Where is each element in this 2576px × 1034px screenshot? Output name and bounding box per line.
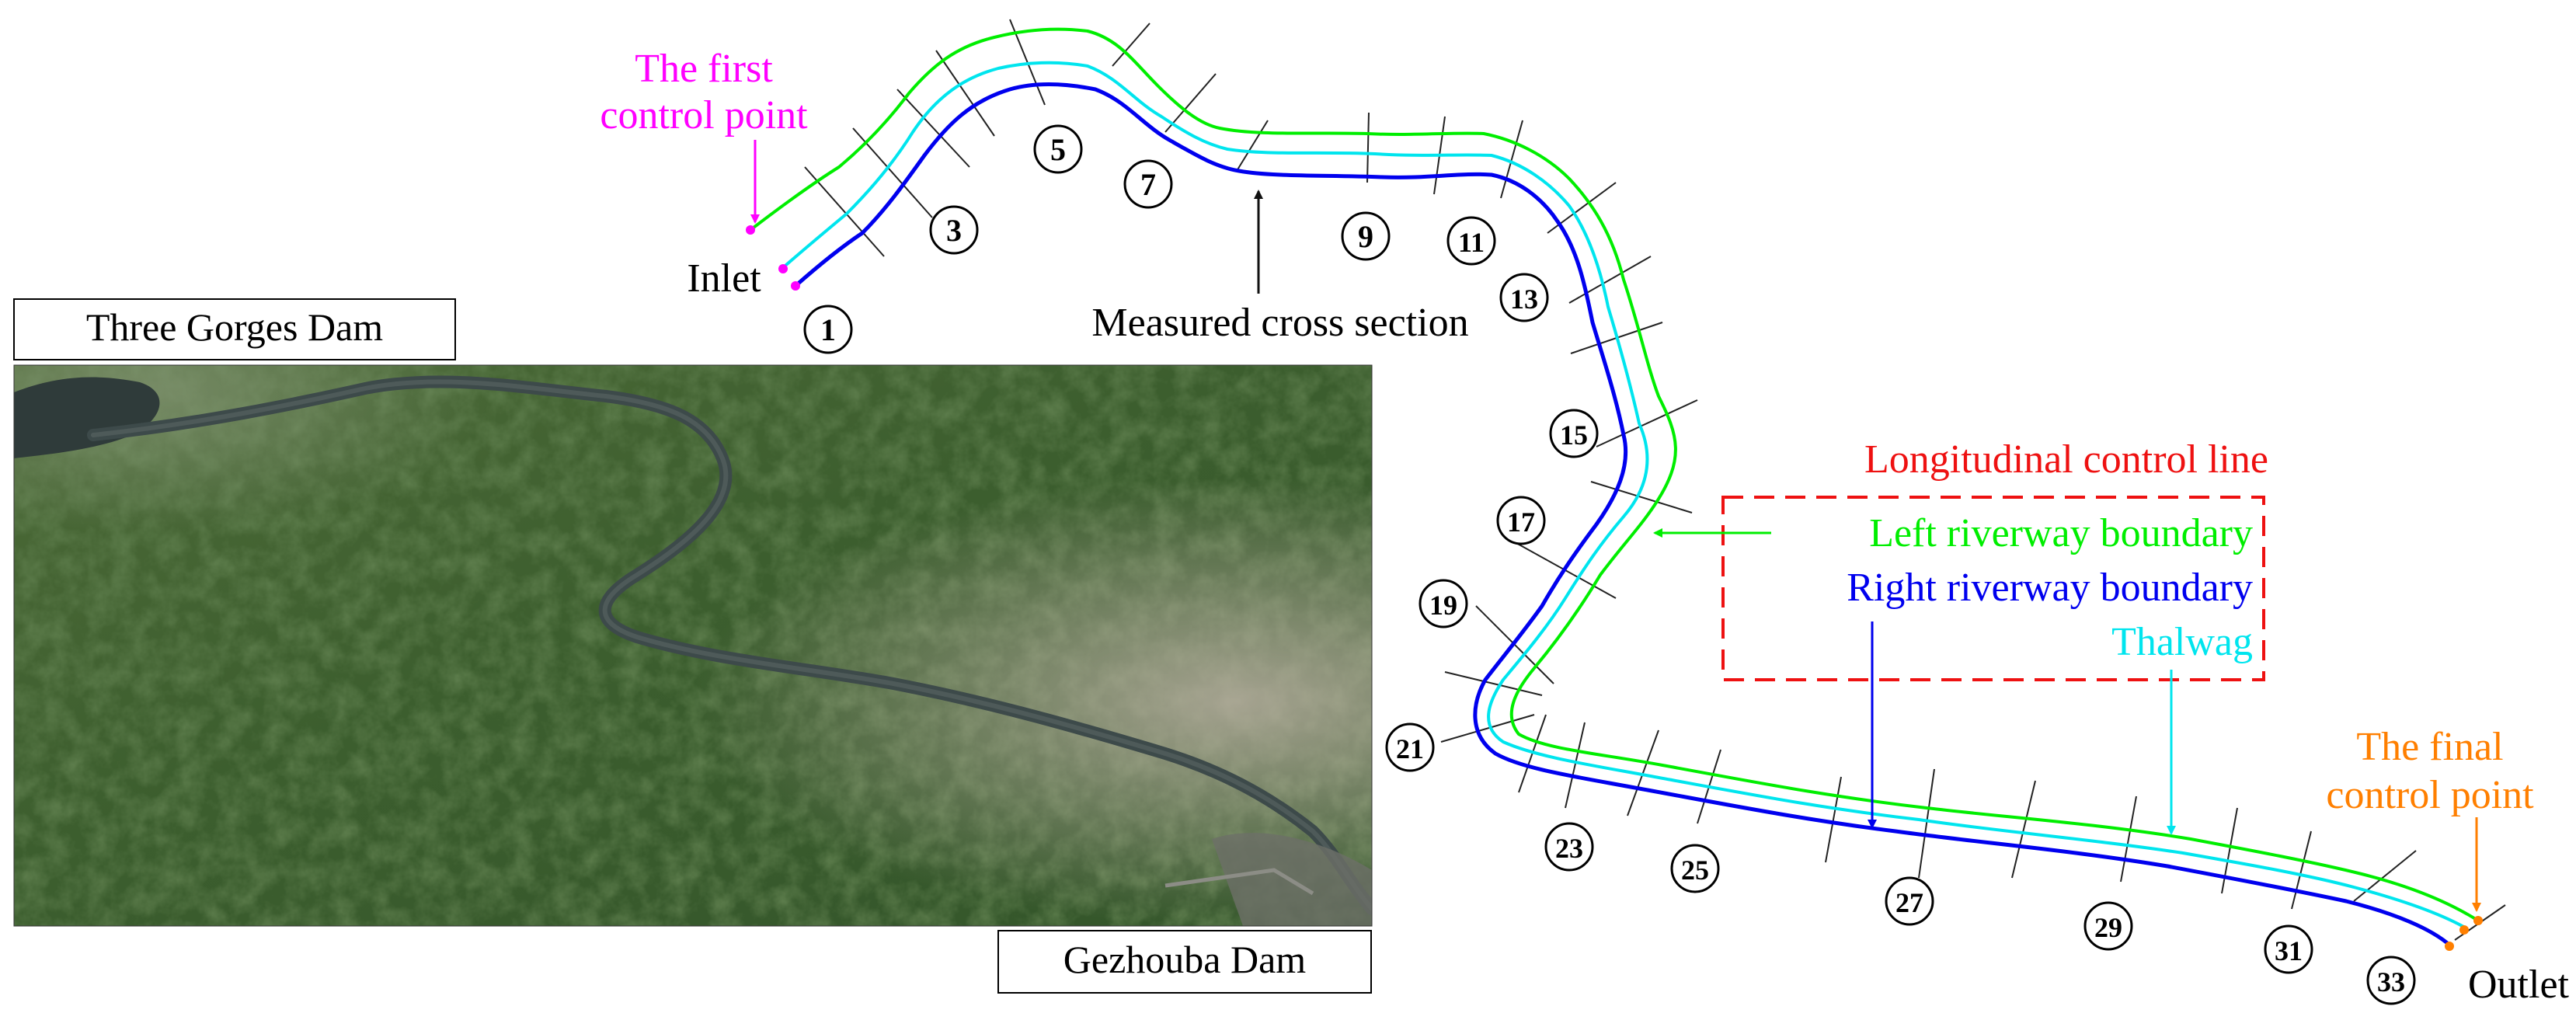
section-marker-circle — [1419, 579, 1468, 628]
section-marker-circle — [803, 305, 853, 354]
section-marker-circle — [1885, 876, 1934, 926]
measured-cross-section-label: Measured cross section — [1091, 301, 1468, 345]
legend-box — [1721, 496, 2265, 681]
section-marker-circle — [1123, 159, 1173, 209]
cross-section-lines — [804, 19, 2506, 941]
first-control-point-line2: control point — [600, 93, 808, 138]
label-gezhouba-dam: Gezhouba Dam — [1063, 938, 1306, 981]
section-marker-number: 5 — [1050, 132, 1066, 167]
section-marker-circle — [1544, 822, 1594, 872]
first-control-point-line1: The first — [635, 47, 773, 91]
legend-thalweg-label: Thalwag — [2111, 620, 2253, 664]
label-box-gezhouba — [997, 930, 1372, 994]
section-marker-number: 21 — [1396, 733, 1424, 764]
outlet-thalweg-dot — [2459, 925, 2469, 935]
outlet-label: Outlet — [2468, 963, 2570, 1007]
left-riverway-boundary — [749, 27, 2480, 922]
section-marker-number: 11 — [1458, 227, 1485, 258]
inlet-thalweg-dot — [778, 264, 788, 273]
section-marker-number: 31 — [2275, 935, 2303, 966]
section-marker-number: 23 — [1555, 833, 1583, 864]
legend-title: Longitudinal control line — [1864, 437, 2268, 482]
section-marker-circle — [1033, 124, 1083, 174]
section-marker-number: 29 — [2094, 912, 2122, 943]
satellite-image — [14, 365, 1372, 926]
legend-right-label: Right riverway boundary — [1847, 566, 2253, 610]
section-marker-number: 1 — [820, 312, 836, 347]
section-marker-circle — [1496, 496, 1546, 545]
satellite-frame — [13, 364, 1373, 927]
section-marker-circle — [2264, 924, 2313, 974]
label-box-three-gorges — [13, 298, 456, 360]
section-marker-number: 19 — [1429, 590, 1457, 621]
section-marker-circle — [2366, 956, 2416, 1005]
inlet-right-dot — [791, 281, 800, 291]
inlet-label: Inlet — [687, 256, 761, 301]
section-marker-number: 25 — [1681, 855, 1709, 886]
section-marker-circle — [1549, 409, 1599, 458]
section-marker-circle — [1499, 273, 1549, 322]
section-marker-number: 9 — [1358, 219, 1373, 254]
right-riverway-boundary — [794, 82, 2452, 948]
section-marker-number: 3 — [946, 213, 962, 248]
legend-left-label: Left riverway boundary — [1869, 511, 2253, 555]
section-marker-circle — [1341, 211, 1391, 261]
section-marker-circle — [1446, 216, 1496, 266]
section-marker-number: 27 — [1895, 887, 1923, 918]
section-marker-number: 7 — [1140, 167, 1156, 202]
section-marker-circle — [1670, 844, 1720, 893]
final-control-point-dot — [2473, 916, 2483, 925]
section-marker-circle — [929, 205, 979, 255]
label-three-gorges-dam: Three Gorges Dam — [86, 305, 383, 349]
section-marker-circle — [1385, 722, 1435, 772]
thalweg-line — [778, 61, 2467, 930]
section-marker-number: 13 — [1510, 284, 1538, 315]
outlet-right-dot — [2445, 942, 2454, 951]
section-marker-number: 17 — [1507, 507, 1535, 538]
first-control-point-dot — [746, 225, 755, 235]
section-marker-number: 33 — [2377, 966, 2405, 997]
section-marker-circle — [2083, 901, 2133, 951]
final-control-point-line2: control point — [2326, 773, 2534, 817]
final-control-point-line1: The final — [2356, 725, 2503, 769]
section-marker-number: 15 — [1560, 420, 1588, 451]
